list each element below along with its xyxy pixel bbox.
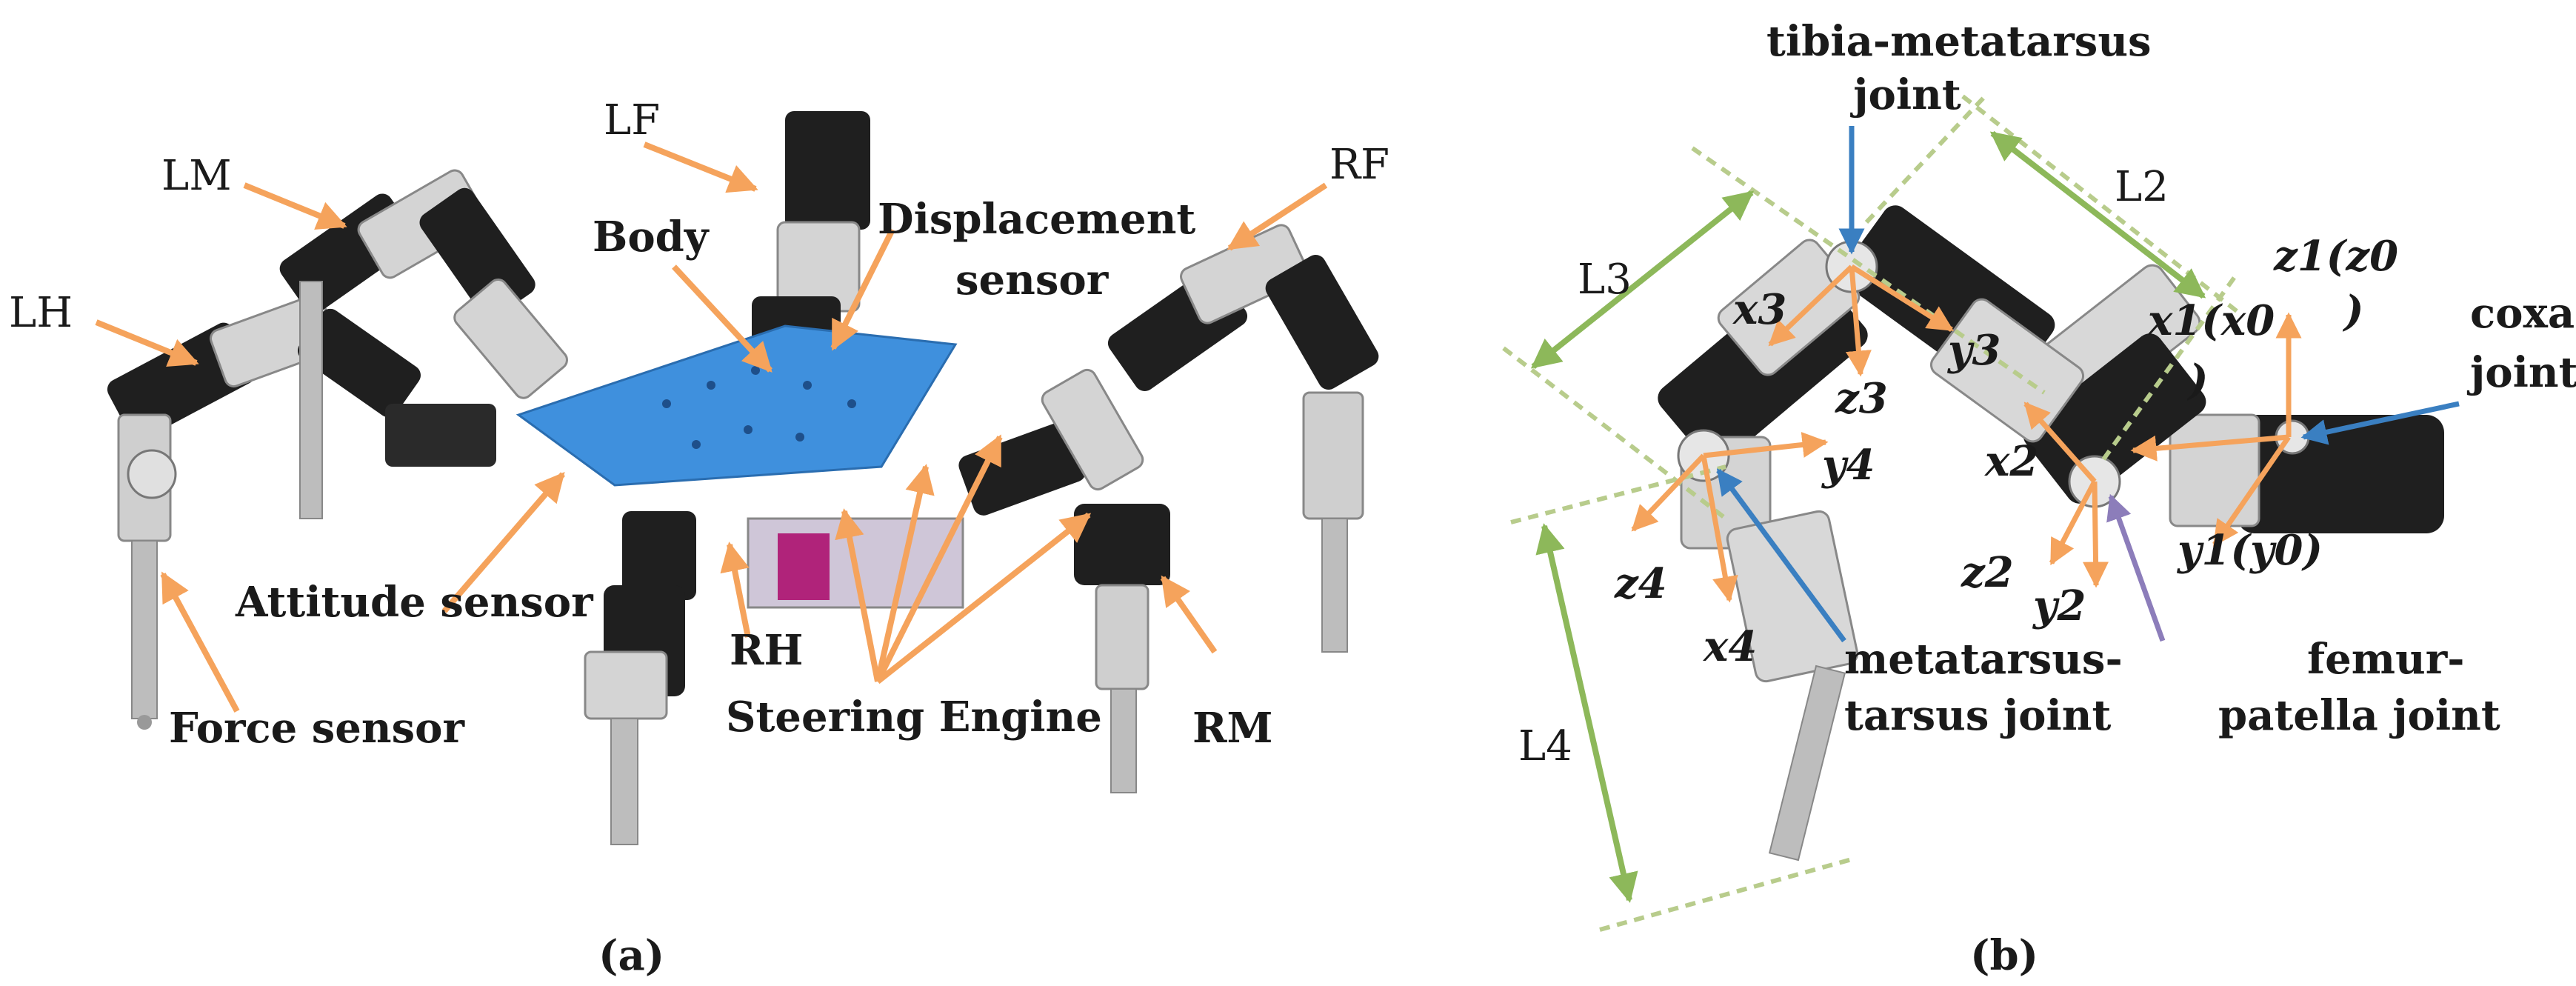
- label-lm: LM: [161, 152, 232, 200]
- axis-z4: [1631, 453, 1706, 532]
- panel-a-arrows: [95, 141, 1328, 713]
- leg-rf: [1107, 224, 1379, 653]
- arrow-lh: [95, 319, 199, 367]
- leg-rh: [584, 511, 696, 845]
- label-l4: L4: [1518, 722, 1572, 770]
- label-y3: y3: [1948, 326, 2001, 375]
- label-displacement-sensor-line1: Displacement: [878, 195, 1196, 244]
- arrow-steering-3: [875, 434, 1003, 683]
- label-z1z0-line1: z1(z0: [2274, 232, 2399, 281]
- label-y2: y2: [2033, 582, 2086, 630]
- axis-y2: [2083, 481, 2109, 588]
- label-lh: LH: [9, 289, 73, 337]
- axis-y4: [1703, 432, 1829, 459]
- dimension-lines: [1502, 94, 2239, 932]
- label-body: Body: [593, 213, 709, 262]
- arrow-femur-patella: [2106, 493, 2166, 642]
- frame-arrows: [1631, 264, 2302, 603]
- label-displacement-sensor-line2: sensor: [955, 256, 1109, 304]
- arrow-lf: [643, 141, 758, 193]
- label-femur-patella-line2: patella joint: [2218, 691, 2500, 740]
- body-plate: [515, 324, 964, 609]
- arrow-metatarsus-tarsus: [1716, 468, 1846, 643]
- arrow-rh: [720, 542, 751, 638]
- label-rh: RH: [730, 626, 804, 675]
- arrow-body: [672, 264, 773, 373]
- label-z2: z2: [1961, 548, 2014, 597]
- axis-y3: [1850, 264, 1954, 332]
- axis-x4: [1701, 455, 1738, 603]
- axis-x1: [2130, 434, 2289, 462]
- label-l3: L3: [1578, 256, 1632, 304]
- caption-a: (a): [598, 931, 665, 980]
- dim-l2: [1989, 130, 2206, 299]
- axis-x3: [1768, 264, 1854, 347]
- axis-z2: [2049, 480, 2098, 566]
- axis-y1: [2212, 436, 2291, 547]
- label-z4: z4: [1615, 559, 1667, 608]
- label-lf: LF: [604, 96, 661, 144]
- label-metatarsus-tarsus-line1: metatarsus-: [1844, 635, 2123, 684]
- label-y4: y4: [1822, 441, 1875, 490]
- label-coxal-line1: coxal: [2470, 289, 2576, 338]
- label-y1y0: y1(y0): [2178, 526, 2323, 575]
- label-rf: RF: [1329, 141, 1390, 189]
- arrow-lm: [243, 182, 347, 230]
- label-coxal-line2: joint: [2470, 348, 2576, 397]
- axis-z3: [1845, 266, 1872, 377]
- label-x3: x3: [1733, 285, 1787, 334]
- arrow-rm: [1160, 575, 1218, 654]
- arrow-steering-2: [875, 464, 935, 682]
- dim-l3: [1530, 190, 1755, 370]
- arrow-steering-4: [875, 512, 1092, 684]
- label-x1x0-line1: x1(x0: [2148, 296, 2275, 345]
- label-tibia-metatarsus-line1: tibia-metatarsus: [1766, 17, 2152, 66]
- label-x4: x4: [1704, 622, 1758, 671]
- arrow-displacement-sensor: [830, 228, 895, 351]
- label-attitude-sensor: Attitude sensor: [236, 578, 593, 627]
- leg-lh: [107, 293, 496, 730]
- label-z3: z3: [1835, 374, 1888, 423]
- joint-arrows: [1716, 126, 2460, 643]
- arrow-attitude-sensor: [441, 471, 566, 613]
- label-l2: L2: [2115, 163, 2169, 211]
- label-steering-engine: Steering Engine: [726, 693, 1102, 742]
- arrow-steering-1: [835, 508, 881, 682]
- caption-b: (b): [1970, 931, 2039, 980]
- axis-x2: [2023, 402, 2097, 484]
- leg-lm: [279, 169, 568, 519]
- leg-rm: [958, 368, 1170, 793]
- label-femur-patella-line1: femur-: [2307, 635, 2465, 684]
- label-x1x0-line2: ): [2189, 356, 2209, 404]
- label-x2: x2: [1985, 437, 2039, 486]
- label-force-sensor: Force sensor: [169, 704, 465, 753]
- arrow-coxal: [2300, 401, 2460, 445]
- arrow-rf: [1227, 182, 1328, 251]
- dim-l4: [1535, 523, 1638, 903]
- label-rm: RM: [1192, 704, 1273, 753]
- label-z1z0-line2: ): [2344, 287, 2364, 336]
- label-tibia-metatarsus-line2: joint: [1853, 70, 1961, 119]
- label-metatarsus-tarsus-line2: tarsus joint: [1844, 691, 2112, 740]
- arrow-force-sensor: [160, 571, 240, 713]
